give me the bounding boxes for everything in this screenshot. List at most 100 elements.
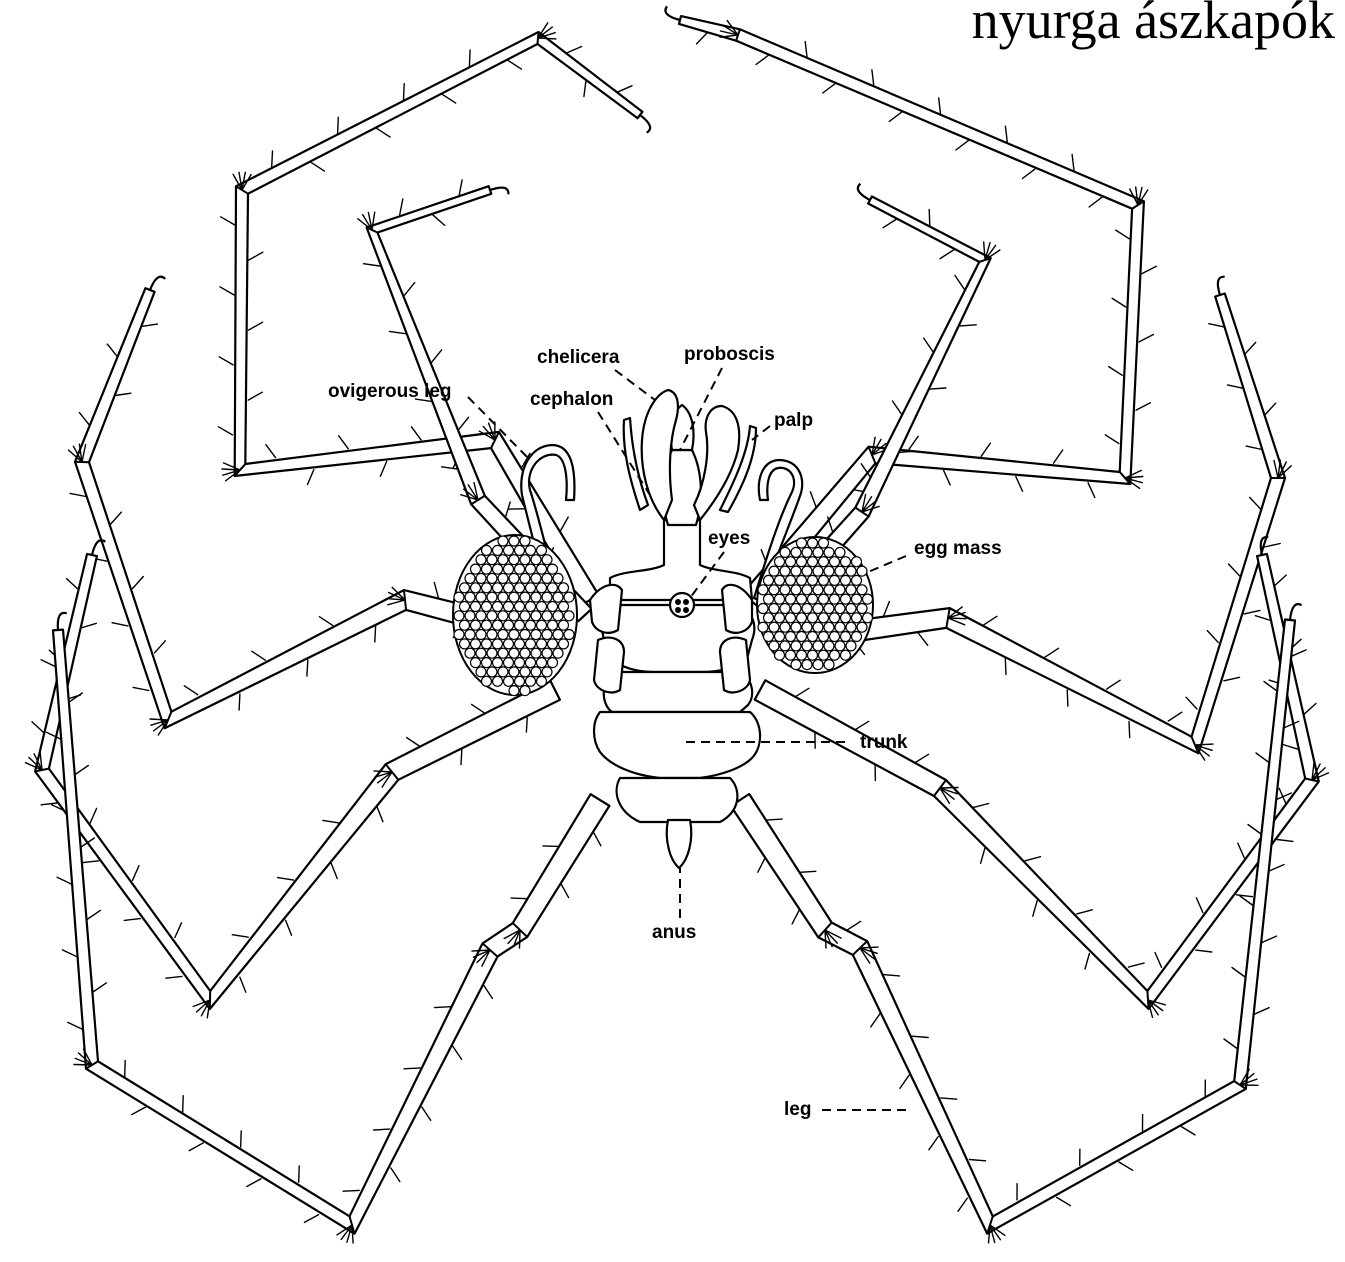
egg xyxy=(515,620,525,630)
leg-right-1-bristle xyxy=(1023,169,1036,179)
egg xyxy=(830,575,840,585)
leg-right-3-tuft xyxy=(940,788,958,789)
leg-left-1-tuft xyxy=(538,38,556,39)
coxa-left-2 xyxy=(594,638,624,693)
label-proboscis: proboscis xyxy=(684,344,775,365)
egg xyxy=(482,620,492,630)
leg-left-1-bristle xyxy=(272,151,273,167)
egg xyxy=(531,667,541,677)
leg-right-3-bristle xyxy=(1025,857,1041,861)
leg-right-4-bristle xyxy=(800,871,816,872)
egg xyxy=(482,583,492,593)
egg xyxy=(460,639,470,649)
leg-right-2-bristle xyxy=(1209,324,1225,327)
leg-left-4-bristle xyxy=(422,1107,431,1120)
leg-left-2-bristle xyxy=(107,344,117,357)
egg xyxy=(769,604,779,614)
egg xyxy=(846,585,856,595)
egg xyxy=(498,611,508,621)
egg xyxy=(482,676,492,686)
egg xyxy=(841,613,851,623)
leader-chelicera xyxy=(615,370,655,400)
leg-left-2-bristle xyxy=(375,626,376,642)
leg-right-3-bristle xyxy=(795,688,809,697)
leg-left-4-bristle xyxy=(511,898,527,899)
egg xyxy=(498,555,508,565)
egg xyxy=(813,566,823,576)
leg-left-2-bristle xyxy=(133,687,149,690)
egg xyxy=(493,545,503,555)
leg-left-4-bristle xyxy=(561,884,569,898)
leg-left-5-bristle xyxy=(390,331,406,333)
egg xyxy=(802,641,812,651)
leg-left-4-bristle xyxy=(93,983,106,992)
egg xyxy=(775,594,785,604)
egg xyxy=(509,592,519,602)
leg-right-1-bristle xyxy=(1139,335,1153,342)
egg xyxy=(786,575,796,585)
egg xyxy=(471,583,481,593)
egg xyxy=(531,630,541,640)
leg-left-3-bristle xyxy=(133,866,140,881)
leg-right-1-bristle xyxy=(1088,483,1095,498)
egg xyxy=(553,630,563,640)
leg-left-1-bristle xyxy=(218,427,232,435)
leg-right-4-bristle xyxy=(1240,896,1253,906)
egg xyxy=(835,622,845,632)
leg-right-2-bristle xyxy=(1207,631,1218,643)
egg xyxy=(863,613,873,623)
egg xyxy=(487,555,497,565)
leg-left-3-bristle xyxy=(407,738,420,747)
leader-egg-mass xyxy=(868,556,906,572)
leg-right-2-bristle xyxy=(1228,385,1244,388)
leg-right-5-bristle xyxy=(924,338,933,351)
leg-right-1 xyxy=(665,6,1156,606)
egg xyxy=(515,639,525,649)
leg-right-3-bristle xyxy=(1277,840,1293,842)
leg-right-5-bristle xyxy=(960,325,976,326)
leg-right-4-bristle xyxy=(1224,1039,1237,1049)
leg-left-1-bristle xyxy=(584,81,586,97)
leg-right-1-bristle xyxy=(697,32,708,44)
leg-left-2-bristle xyxy=(111,512,122,524)
egg xyxy=(786,650,796,660)
leg-right-2-bristle xyxy=(1045,648,1059,657)
leg-left-2-bristle xyxy=(79,413,89,426)
egg xyxy=(797,613,807,623)
leg-left-1-bristle xyxy=(508,60,522,69)
leg-left-1-outline xyxy=(235,32,643,605)
egg xyxy=(548,583,558,593)
egg xyxy=(819,650,829,660)
egg xyxy=(509,555,519,565)
egg xyxy=(824,585,834,595)
leg-right-4-bristle xyxy=(792,910,799,924)
egg xyxy=(852,594,862,604)
leg-left-1-bristle xyxy=(266,445,276,458)
egg xyxy=(520,667,530,677)
leg-left-4-bristle xyxy=(391,1168,400,1182)
leg-right-4-bristle xyxy=(1254,1008,1269,1015)
leg-right-3-bristle xyxy=(981,848,985,864)
label-leg: leg xyxy=(784,1099,811,1120)
egg xyxy=(791,566,801,576)
leg-right-1-bristle xyxy=(756,55,769,65)
leg-right-1-bristle xyxy=(1109,367,1123,376)
leg-left-1-bristle xyxy=(567,47,582,53)
egg xyxy=(857,566,867,576)
leg-left-2-bristle xyxy=(155,641,166,653)
egg xyxy=(542,592,552,602)
leg-right-2-bristle xyxy=(1265,403,1276,415)
egg xyxy=(482,639,492,649)
egg xyxy=(465,630,475,640)
leg-left-1-bristle xyxy=(377,128,391,137)
leg-right-4-bristle xyxy=(1181,1127,1195,1135)
egg xyxy=(797,557,807,567)
coxa-right-2 xyxy=(720,638,750,693)
leg-left-4-bristle xyxy=(189,1143,203,1151)
leg-right-1-bristle xyxy=(1142,266,1156,273)
egg xyxy=(509,573,519,583)
egg xyxy=(531,592,541,602)
leg-right-4-bristle xyxy=(1291,650,1306,656)
leg-left-4-bristle xyxy=(41,660,56,667)
leg-left-4-outline xyxy=(53,630,609,1234)
